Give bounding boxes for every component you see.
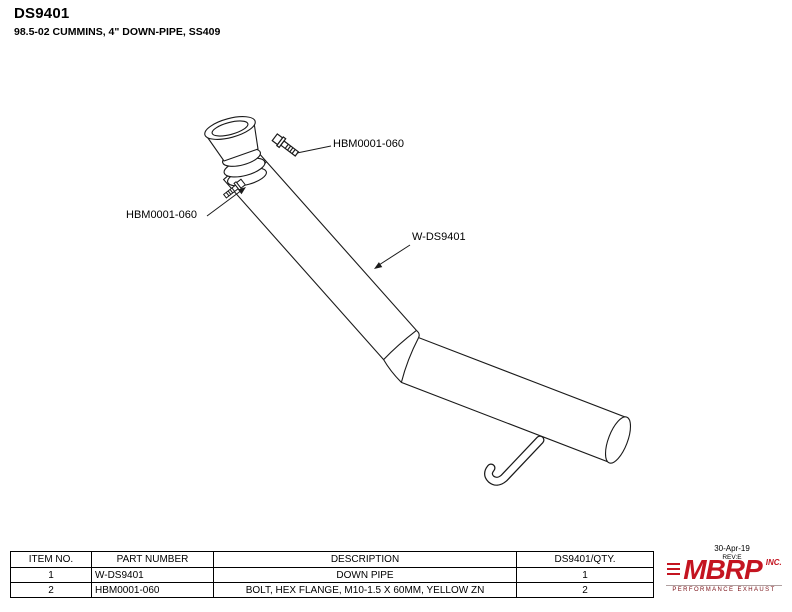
pipe-body [222, 149, 628, 464]
callout-clamp-bolt: HBM0001-060 [126, 209, 197, 221]
pipe-hanger-rod [484, 435, 545, 486]
bend-weld-seam-upper [383, 329, 417, 360]
col-header-qty: DS9401/QTY. [516, 551, 654, 568]
cell-item-no: 2 [10, 582, 92, 598]
inlet-flange [204, 116, 259, 162]
parts-table: ITEM NO. PART NUMBER DESCRIPTION DS9401/… [10, 551, 654, 598]
leader-arrowheads [237, 187, 383, 269]
drawing-subtitle: 98.5-02 CUMMINS, 4" DOWN-PIPE, SS409 [14, 26, 221, 38]
logo-speed-lines-icon [667, 563, 681, 577]
vband-clamp [222, 148, 267, 187]
cell-description: DOWN PIPE [213, 567, 517, 583]
revision-date: 30-Apr-19 [714, 544, 750, 553]
bend-weld-seam-lower [400, 337, 420, 383]
col-header-description: DESCRIPTION [213, 551, 517, 568]
parts-table-header-row: ITEM NO. PART NUMBER DESCRIPTION DS9401/… [10, 551, 654, 568]
col-header-item-no: ITEM NO. [10, 551, 92, 568]
logo-tagline: PERFORMANCE EXHAUST [666, 585, 782, 593]
cell-description: BOLT, HEX FLANGE, M10-1.5 X 60MM, YELLOW… [213, 582, 517, 598]
logo-wordmark: MBRP [683, 554, 762, 585]
revision-block: 30-Apr-19 REV:E [696, 544, 768, 561]
col-header-part-number: PART NUMBER [91, 551, 214, 568]
callout-downpipe: W-DS9401 [412, 231, 466, 243]
leader-lines [206, 145, 411, 266]
table-row: 1 W-DS9401 DOWN PIPE 1 [10, 567, 654, 583]
cell-qty: 2 [516, 582, 654, 598]
cell-item-no: 1 [10, 567, 92, 583]
callout-bolt-top: HBM0001-060 [333, 138, 404, 150]
mbrp-logo: MBRP INC. PERFORMANCE EXHAUST [666, 556, 782, 593]
cell-part-number: W-DS9401 [91, 567, 214, 583]
cell-qty: 1 [516, 567, 654, 583]
revision-number: REV:E [722, 554, 742, 561]
drawing-number: DS9401 [14, 5, 70, 22]
cell-part-number: HBM0001-060 [91, 582, 214, 598]
pipe-outlet-end [604, 416, 632, 464]
hex-flange-bolt [270, 132, 301, 159]
logo-inc-suffix: INC. [765, 557, 782, 567]
table-row: 2 HBM0001-060 BOLT, HEX FLANGE, M10-1.5 … [10, 582, 654, 598]
